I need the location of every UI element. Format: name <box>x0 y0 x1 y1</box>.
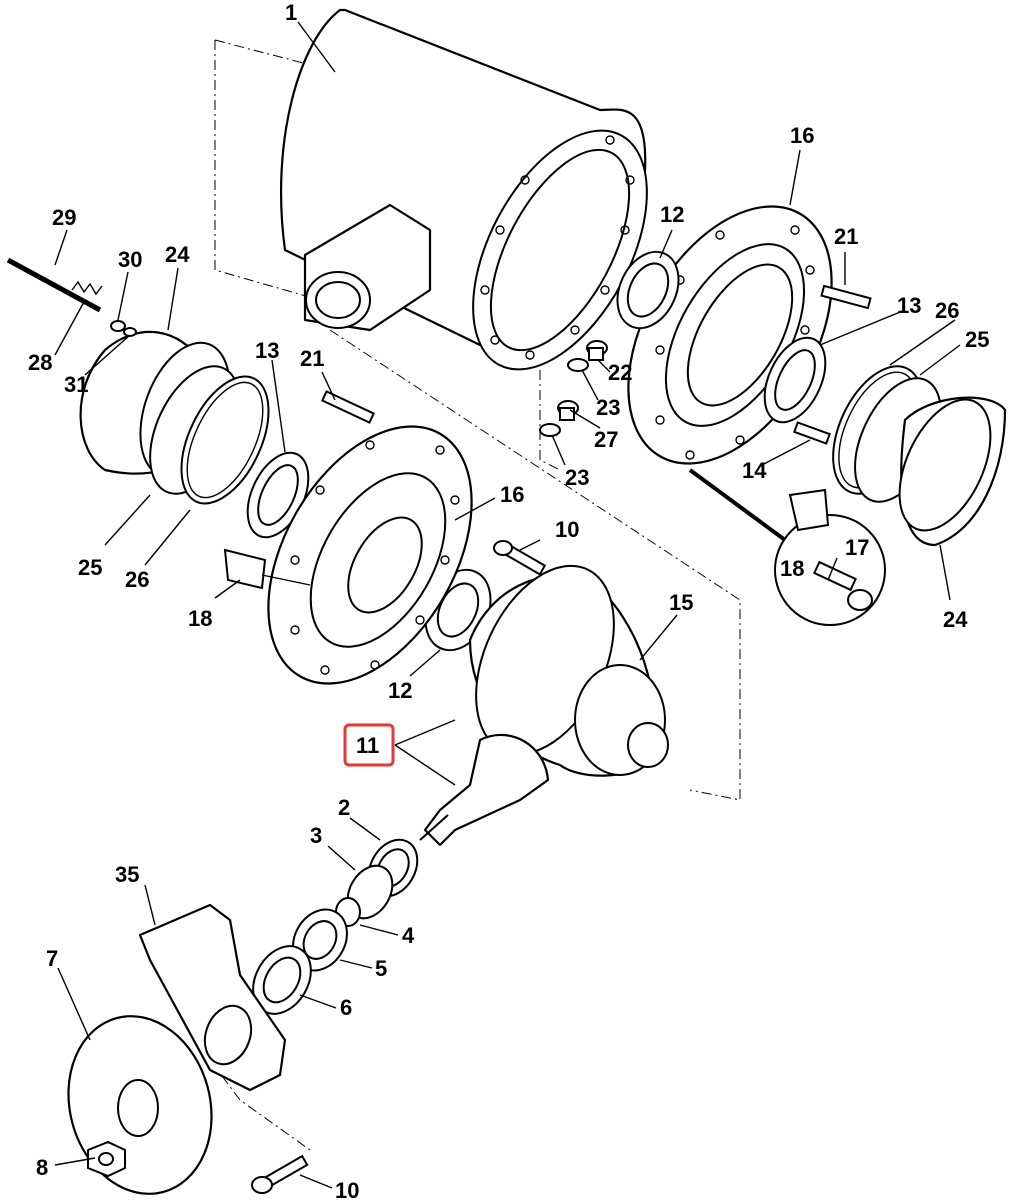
callout-31: 31 <box>64 372 88 397</box>
pin-21-left <box>320 390 376 424</box>
screw-17 <box>813 560 873 611</box>
callout-13-right: 13 <box>897 293 921 318</box>
callout-4: 4 <box>402 923 415 948</box>
washer-30 <box>110 320 126 332</box>
callout-24-left: 24 <box>165 242 190 267</box>
bolt-10-lower <box>251 1154 309 1194</box>
callout-17: 17 <box>845 535 869 560</box>
callout-8: 8 <box>36 1155 48 1180</box>
callout-18-left: 18 <box>188 606 212 631</box>
callout-12-upper: 12 <box>660 202 684 227</box>
callout-25-left: 25 <box>78 555 102 580</box>
callout-25-right: 25 <box>965 327 989 352</box>
rod-29 <box>6 257 102 313</box>
spring-28 <box>71 280 103 296</box>
differential-15 <box>468 564 669 777</box>
callout-27: 27 <box>594 427 618 452</box>
o-ring-31 <box>123 327 137 337</box>
callout-22: 22 <box>608 360 632 385</box>
callout-21-right: 21 <box>834 224 858 249</box>
bearing-12-upper <box>616 250 680 330</box>
callout-24-right: 24 <box>943 607 968 632</box>
callout-21-left: 21 <box>300 346 324 371</box>
callout-23-upper: 23 <box>596 395 620 420</box>
leader-lines <box>54 21 961 1189</box>
callout-23-lower: 23 <box>565 465 589 490</box>
plug-18-right <box>788 488 830 532</box>
callout-10-lower: 10 <box>335 1178 359 1200</box>
callout-29: 29 <box>52 205 76 230</box>
bolt-10-upper <box>493 540 547 576</box>
highlight-box <box>343 723 395 767</box>
axle-housing <box>279 8 648 371</box>
callout-10-upper: 10 <box>555 517 579 542</box>
pin-21-right <box>820 284 872 310</box>
callout-16-left: 16 <box>500 482 524 507</box>
pinion-shaft-11 <box>419 734 550 847</box>
callout-26-left: 26 <box>125 567 149 592</box>
callout-7: 7 <box>46 946 58 971</box>
callout-2: 2 <box>338 795 350 820</box>
washer-23-upper <box>567 358 589 372</box>
callout-28: 28 <box>28 350 52 375</box>
callout-26-right: 26 <box>935 298 959 323</box>
pin-14 <box>793 421 831 445</box>
callout-13-left: 13 <box>255 338 279 363</box>
bracket-35 <box>138 903 287 1092</box>
callout-14: 14 <box>742 458 767 483</box>
washer-23-lower <box>539 423 561 437</box>
callout-6: 6 <box>340 995 352 1020</box>
callout-3: 3 <box>310 823 322 848</box>
callouts: 1 2 3 4 5 6 7 8 10 10 11 12 12 13 13 14 … <box>28 0 989 1200</box>
callout-35: 35 <box>115 862 139 887</box>
callout-16-right: 16 <box>790 123 814 148</box>
hub-cover-24-right <box>898 396 1007 547</box>
callout-11: 11 <box>356 733 379 758</box>
carrier-flange-left <box>267 425 473 685</box>
ring-nut-13-right <box>763 336 827 424</box>
callout-5: 5 <box>375 956 387 981</box>
callout-12-lower: 12 <box>388 678 412 703</box>
callout-15: 15 <box>669 590 693 615</box>
o-ring-26-left <box>180 375 270 505</box>
callout-18-right: 18 <box>780 556 804 581</box>
bolt-22 <box>586 340 608 361</box>
callout-1: 1 <box>285 0 297 25</box>
callout-30: 30 <box>118 247 142 272</box>
plug-18-left <box>223 548 311 590</box>
bolt-27 <box>557 400 579 421</box>
nut-8 <box>87 1140 126 1178</box>
